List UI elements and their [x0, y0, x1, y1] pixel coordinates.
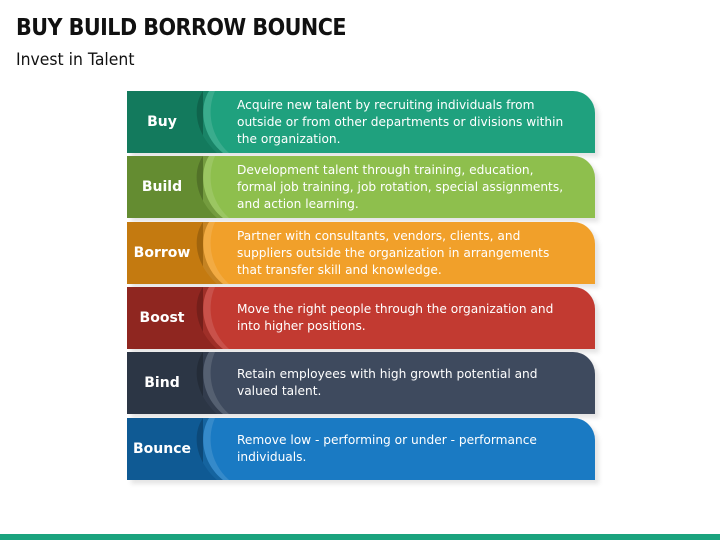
curl-shape-icon: [189, 418, 229, 480]
row-borrow: Borrow Partner with consultants, vendors,…: [127, 222, 599, 288]
row-label: Bounce: [132, 441, 192, 457]
curl-shape-icon: [189, 222, 229, 284]
row-label: Boost: [139, 310, 185, 326]
footer-bar: [0, 534, 720, 540]
row-description: Development talent through training, edu…: [237, 162, 564, 211]
curl-shape-icon: [189, 91, 229, 153]
row-description: Remove low - performing or under - perfo…: [237, 433, 537, 464]
row-description: Partner with consultants, vendors, clien…: [237, 228, 550, 277]
row-label: Borrow: [133, 245, 191, 261]
row-description: Retain employees with high growth potent…: [237, 367, 538, 398]
row-description: Move the right people through the organi…: [237, 302, 554, 333]
curl-shape-icon: [189, 287, 229, 349]
row-label: Buy: [147, 114, 177, 130]
row-label: Build: [141, 179, 183, 195]
curl-shape-icon: [189, 156, 229, 218]
slide-subtitle: Invest in Talent: [16, 50, 135, 70]
row-buy: Buy Acquire new talent by recruiting indi…: [127, 91, 599, 157]
row-bind: Bind Retain employees with high growth po…: [127, 352, 599, 418]
slide-title: BUY BUILD BORROW BOUNCE: [16, 15, 347, 41]
row-label: Bind: [144, 375, 180, 391]
curl-shape-icon: [189, 352, 229, 414]
row-description: Acquire new talent by recruiting individ…: [237, 97, 564, 146]
row-build: Build Development talent through training…: [127, 156, 599, 222]
row-boost: Boost Move the right people through the o…: [127, 287, 599, 353]
row-bounce: Bounce Remove low - performing or under -…: [127, 418, 599, 484]
